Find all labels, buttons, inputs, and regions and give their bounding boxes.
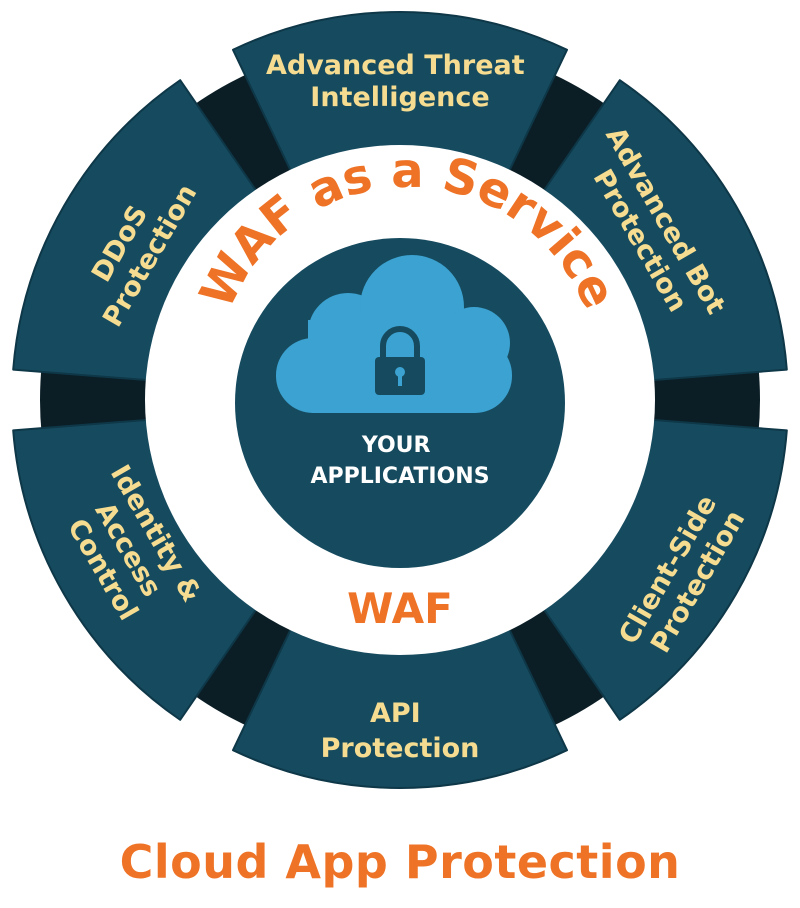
waf-diagram: Advanced Threat Intelligence Advanced Bo… [12,11,788,789]
ring-bottom-label: WAF [347,584,453,633]
segments-group [12,11,788,789]
center-label: YOUR APPLICATIONS [310,433,489,489]
footer-title: Cloud App Protection [119,835,681,889]
segment-label-advanced-threat-intelligence: Advanced Threat Intelligence [266,50,534,113]
segment-label-api-protection: API Protection [321,698,480,764]
lock-icon [375,326,425,395]
